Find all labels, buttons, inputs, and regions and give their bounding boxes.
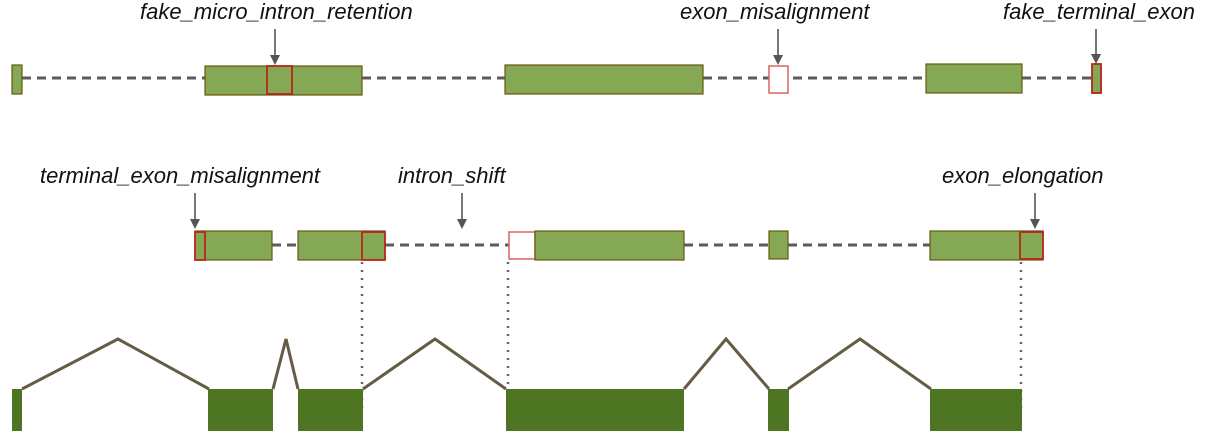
exon-block bbox=[768, 230, 789, 260]
arrow-head-icon bbox=[190, 219, 200, 229]
exon-block bbox=[11, 64, 23, 95]
reference-intron bbox=[21, 337, 210, 391]
reference-exon bbox=[298, 389, 363, 431]
exon-block bbox=[534, 230, 685, 261]
annotation-exon-elongation: exon_elongation bbox=[942, 163, 1103, 188]
predicted-transcript-2 bbox=[194, 230, 1044, 261]
error-region-exon-misalignment bbox=[768, 65, 789, 94]
arrow-head-icon bbox=[773, 55, 783, 65]
error-region-intron-shift bbox=[508, 231, 536, 260]
reference-exon bbox=[208, 389, 273, 431]
annotation-exon-misalignment: exon_misalignment bbox=[680, 0, 870, 24]
annotation-terminal-exon-misalignment: terminal_exon_misalignment bbox=[40, 163, 321, 188]
reference-intron bbox=[787, 337, 932, 391]
reference-exon bbox=[12, 389, 22, 431]
error-region-micro-intron bbox=[266, 65, 293, 95]
predicted-transcript-1 bbox=[11, 63, 1102, 96]
annotation-fake-terminal-exon: fake_terminal_exon bbox=[1003, 0, 1195, 24]
reference-exon bbox=[930, 389, 1022, 431]
reference-transcript bbox=[12, 336, 1022, 431]
arrow-head-icon bbox=[457, 219, 467, 229]
error-region-terminal-exon-misalignment bbox=[194, 231, 206, 261]
arrow-head-icon bbox=[1091, 54, 1101, 64]
reference-intron bbox=[271, 338, 300, 390]
arrow-head-icon bbox=[270, 55, 280, 65]
reference-exon bbox=[506, 389, 684, 431]
exon-block bbox=[929, 230, 1044, 261]
annotation-fake-micro-intron-retention: fake_micro_intron_retention bbox=[140, 0, 413, 24]
reference-exon bbox=[768, 389, 789, 431]
error-region-exon-elongation-left bbox=[361, 231, 386, 261]
arrow-head-icon bbox=[1030, 219, 1040, 229]
exon-block bbox=[204, 65, 363, 96]
error-region-fake-terminal-exon bbox=[1091, 63, 1102, 94]
reference-intron bbox=[682, 336, 771, 390]
exon-block bbox=[194, 230, 273, 261]
exon-block bbox=[925, 63, 1023, 94]
reference-intron bbox=[362, 337, 507, 391]
annotation-intron-shift: intron_shift bbox=[398, 163, 507, 188]
exon-block bbox=[297, 230, 386, 261]
exon-block bbox=[504, 64, 704, 95]
exon-block bbox=[1091, 63, 1102, 94]
error-region-exon-elongation bbox=[1019, 231, 1044, 260]
